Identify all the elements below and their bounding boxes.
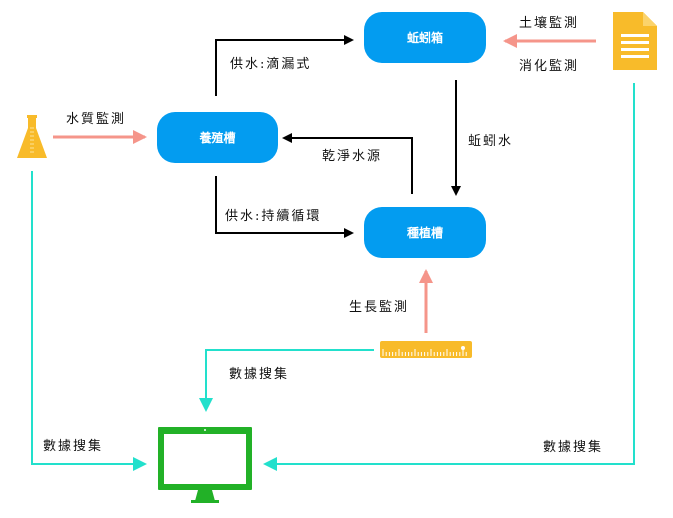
- arrow-data-left: [31, 171, 147, 471]
- node-planting-tank[interactable]: 種植槽: [364, 207, 486, 258]
- document-icon: [613, 12, 657, 70]
- label-supply-cycle: 供水:持續循環: [225, 209, 322, 224]
- arrow-cycle-supply: [215, 176, 354, 238]
- ruler-icon: [380, 341, 472, 358]
- arrow-clean-water: [282, 133, 413, 194]
- label-worm-water: 蚯蚓水: [468, 134, 514, 149]
- label-supply-drip: 供水:滴漏式: [230, 57, 312, 72]
- monitor-icon: [158, 427, 252, 503]
- arrow-data-center: [199, 349, 374, 412]
- label-growth-monitoring: 生長監測: [349, 300, 410, 315]
- label-digestion-monitoring: 消化監測: [519, 59, 580, 74]
- label-water-quality-monitoring: 水質監測: [66, 112, 127, 127]
- node-worm-box[interactable]: 蚯蚓箱: [364, 12, 486, 63]
- node-aquaculture-tank[interactable]: 養殖槽: [157, 112, 278, 163]
- flask-icon: [17, 115, 47, 158]
- arrow-drip-supply: [215, 35, 354, 96]
- label-data-collection-left: 數據搜集: [43, 439, 104, 454]
- label-clean-water: 乾淨水源: [322, 149, 383, 164]
- label-data-collection-center: 數據搜集: [229, 367, 290, 382]
- arrow-data-right: [263, 83, 635, 471]
- label-soil-monitoring: 土壤監測: [519, 16, 580, 31]
- label-data-collection-right: 數據搜集: [543, 440, 604, 455]
